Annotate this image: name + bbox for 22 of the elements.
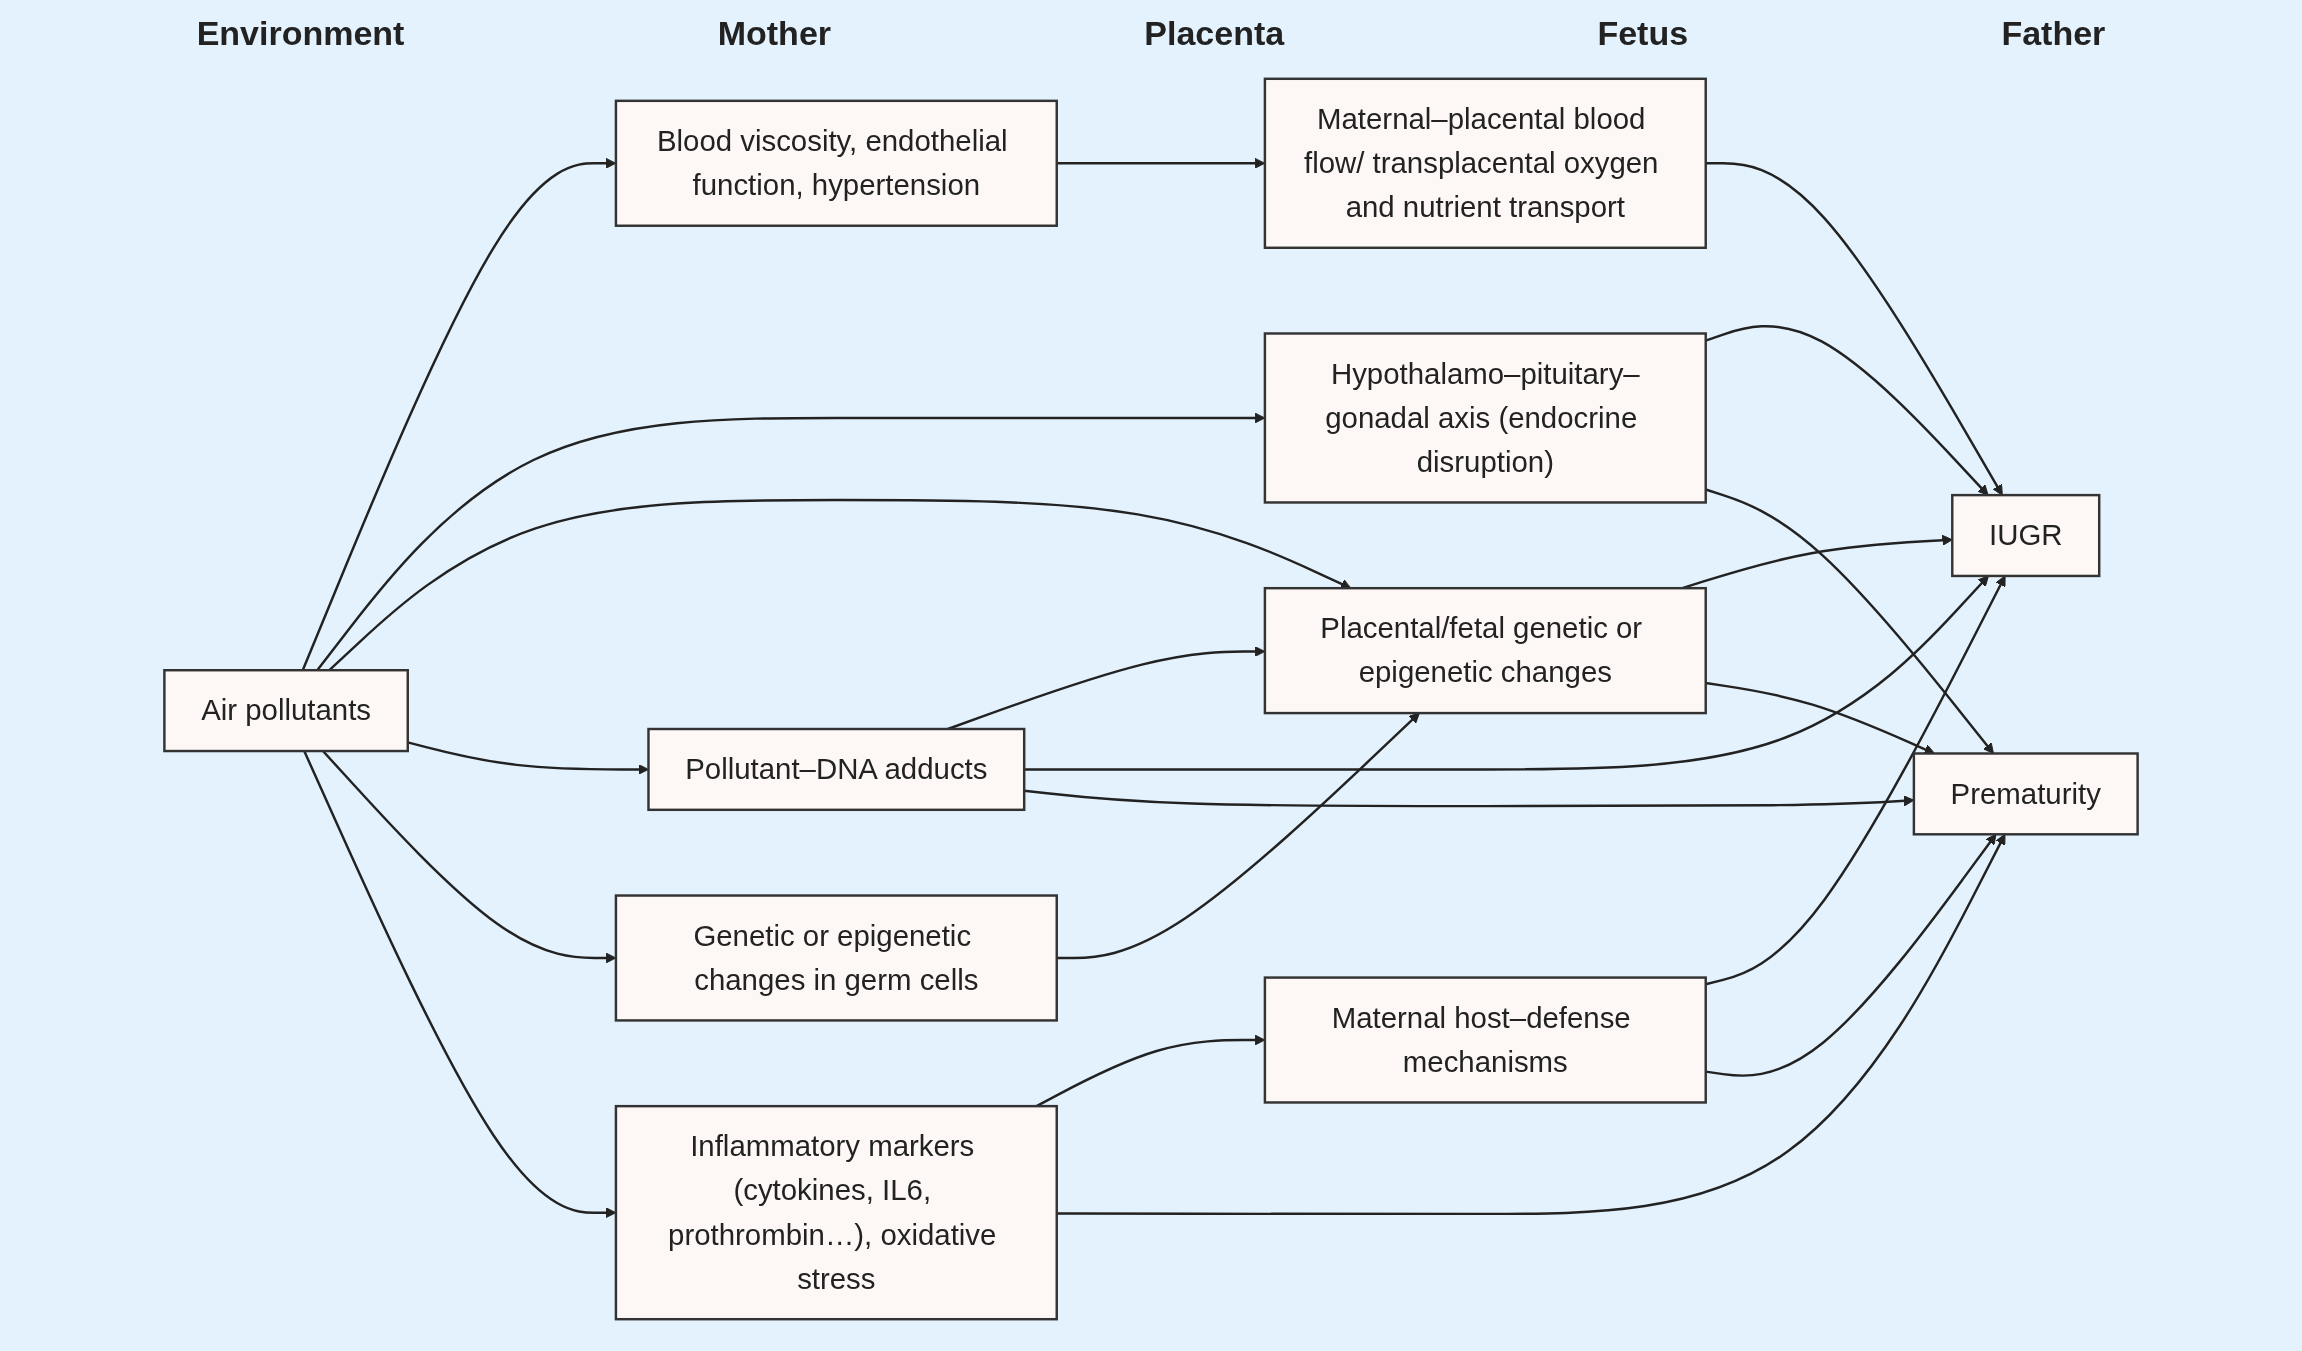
node-box: Prematurity [1912,752,2139,836]
column-heading: Placenta [1144,14,1285,54]
node-box: Air pollutants [163,669,409,753]
arrow [1705,325,1989,496]
column-heading: Environment [196,14,405,54]
arrow [1705,162,2003,496]
node-box: IUGR [1951,493,2101,578]
node-box: Maternal host–defense mechanisms [1263,976,1707,1104]
node-box: Genetic or epigenetic changes in germ cells [614,894,1058,1022]
column-heading: Father [2001,14,2106,54]
node-box: Hypothalamo–pituitary–gonadal axis (endocrine disruption) [1263,332,1707,504]
arrow [1024,575,1989,771]
node-box: Blood viscosity, endothelial function, hypertension [614,99,1058,227]
column-heading: Fetus [1597,14,1689,54]
node-box: Pollutant–DNA adducts [647,727,1026,812]
arrow [1705,488,1994,754]
arrow [407,741,649,775]
node-box: Placental/fetal genetic or epigenetic changes [1263,586,1707,715]
column-heading: Mother [717,14,832,54]
node-box: Inflammatory markers (cytokines, IL6, prothrombin…), oxidative stress [614,1104,1058,1321]
node-box: Maternal–placental blood flow/ transplacental oxygen and nutrient transport [1263,77,1707,249]
arrow [1705,575,2006,986]
